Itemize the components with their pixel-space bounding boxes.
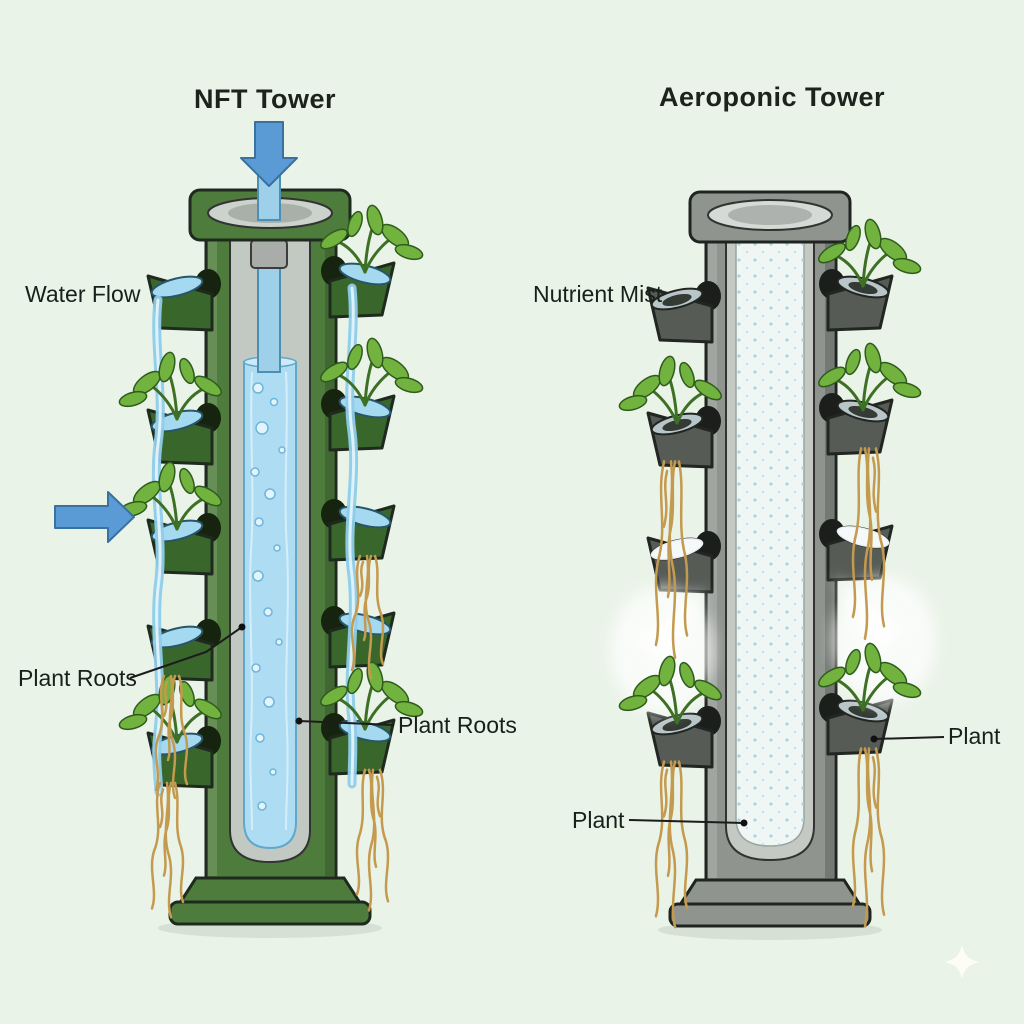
plant-pot — [146, 269, 221, 332]
right-arrow-icon — [54, 491, 135, 543]
mist-speckles — [736, 240, 804, 846]
pipe-coupling — [250, 239, 288, 269]
leader-lines — [129, 623, 945, 827]
water-stream — [151, 283, 359, 797]
aeroponic-tower — [610, 190, 936, 940]
plant-pot — [646, 406, 721, 469]
water-column — [243, 361, 297, 850]
water-bubbles — [250, 382, 286, 811]
water-flow-label: Water Flow — [25, 281, 141, 307]
leader-dot — [870, 735, 878, 743]
plant-pot — [321, 389, 396, 452]
nutrient-mist-label: Nutrient Mist — [533, 281, 663, 307]
aero-title: Aeroponic Tower — [659, 82, 885, 112]
leader-dot — [740, 819, 748, 827]
plant-label-right: Plant — [948, 723, 1001, 749]
nft-tower — [116, 175, 426, 938]
plant-pot — [321, 499, 396, 562]
sparkle-icon — [945, 945, 979, 979]
aero-base — [668, 902, 872, 928]
plant-pot — [819, 269, 894, 332]
plant-roots-label-left: Plant Roots — [18, 665, 137, 691]
plant-pot — [646, 531, 721, 594]
leader-dot — [238, 623, 246, 631]
plant-pot — [646, 281, 721, 344]
leader-line — [873, 736, 945, 740]
plant-label-bottom: Plant — [572, 807, 625, 833]
plant-pot — [321, 256, 396, 319]
nft-base — [168, 900, 372, 926]
water-flow-lines — [249, 371, 289, 831]
leader-line — [628, 819, 745, 824]
aero-cap-opening-inner — [728, 205, 812, 225]
down-arrow-icon — [240, 121, 298, 187]
plant-pot — [819, 393, 894, 456]
leader-line — [298, 720, 395, 726]
plant-pot — [646, 706, 721, 769]
leader-dot — [295, 717, 303, 725]
plant-pot — [819, 519, 894, 582]
nft-title: NFT Tower — [194, 84, 336, 114]
leader-line — [129, 626, 243, 679]
plant-roots-label-right: Plant Roots — [398, 712, 517, 738]
